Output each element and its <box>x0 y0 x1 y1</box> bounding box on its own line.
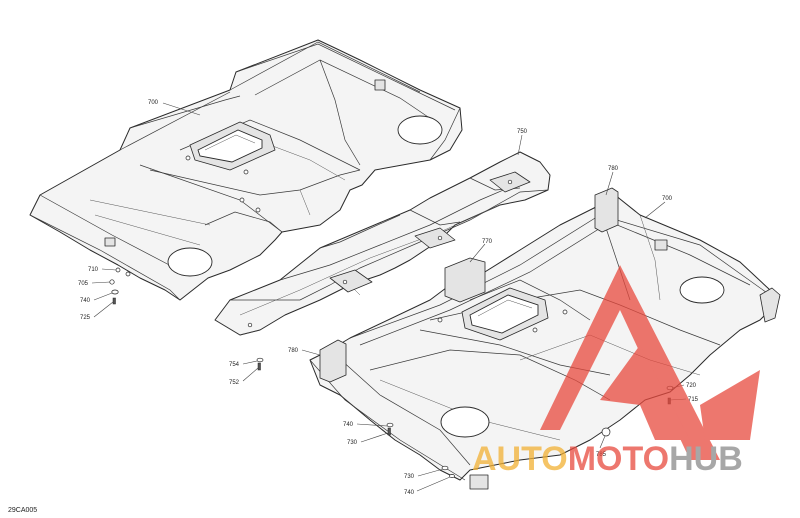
callout-725: 725 <box>80 315 91 321</box>
center-tunnel-panel <box>214 151 551 336</box>
watermark-moto: MOTO <box>568 440 669 478</box>
diagram-reference-code: 29CA005 <box>8 507 37 514</box>
callout-780-corner: 780 <box>288 348 299 354</box>
callout-750: 750 <box>517 129 528 135</box>
callout-710: 710 <box>88 267 99 273</box>
callout-740-front: 740 <box>80 298 91 304</box>
floor-panel-rear <box>309 187 781 490</box>
callout-730-rear: 730 <box>347 440 358 446</box>
callout-700-front: 700 <box>148 100 159 106</box>
callout-770: 770 <box>482 239 493 245</box>
watermark-logo-icon <box>540 265 760 460</box>
floor-panel-front <box>29 39 463 301</box>
automotohub-watermark: AUTOMOTOHUB <box>472 265 760 478</box>
callout-740-rear: 740 <box>343 422 354 428</box>
callout-700-rear: 700 <box>662 196 673 202</box>
callout-730-corner: 730 <box>404 474 415 480</box>
callout-752: 752 <box>229 380 240 386</box>
callout-715: 715 <box>688 397 699 403</box>
callout-754: 754 <box>229 362 240 368</box>
callout-785: 785 <box>596 452 607 458</box>
watermark-hub: HUB <box>669 440 743 478</box>
callout-705: 705 <box>78 281 89 287</box>
callout-labels: 700 750 780 700 770 710 705 740 725 754 … <box>78 100 699 496</box>
callout-720: 720 <box>686 383 697 389</box>
watermark-text: AUTOMOTOHUB <box>472 440 743 478</box>
callout-780-post: 780 <box>608 166 619 172</box>
callout-740-corner: 740 <box>404 490 415 496</box>
watermark-auto: AUTO <box>472 440 568 478</box>
